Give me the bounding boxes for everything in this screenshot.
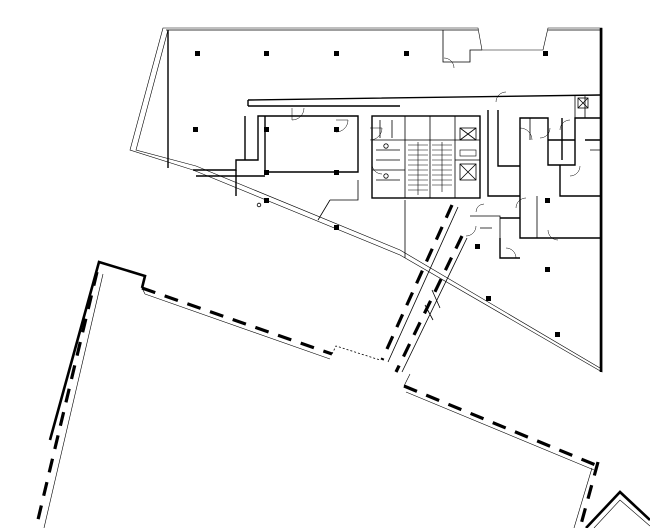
bridge-right-inner <box>401 237 468 373</box>
upper-inner-facade-line <box>135 29 601 369</box>
column <box>486 296 491 301</box>
connecting-bridge <box>380 204 468 373</box>
bridge-right-dashed <box>394 235 464 373</box>
core-outline <box>371 115 481 199</box>
bridge-stair-lines <box>424 289 441 321</box>
column <box>195 51 200 56</box>
column <box>264 51 269 56</box>
shaft-cross <box>577 97 589 109</box>
corridor-wall <box>247 94 601 107</box>
column <box>475 244 480 249</box>
lift-shaft-2 <box>459 163 477 181</box>
doors <box>291 57 581 259</box>
lift-box-1 <box>459 127 477 141</box>
lower-corner-thick <box>48 260 147 441</box>
wc-cubicles <box>376 120 400 181</box>
column <box>334 127 339 132</box>
right-room-partitions <box>470 96 600 240</box>
column <box>334 51 339 56</box>
lower-north-dotted <box>331 345 381 361</box>
small-fixture <box>256 202 262 208</box>
lower-north-facade <box>141 286 333 356</box>
east-room-walls <box>561 118 600 160</box>
lower-east-inner <box>403 373 595 471</box>
wc-fixture <box>383 143 389 149</box>
column <box>264 170 269 175</box>
column <box>404 51 409 56</box>
wc-fixture-2 <box>383 173 389 179</box>
stair-notch <box>442 30 482 63</box>
lower-west-inner <box>43 273 104 528</box>
lower-south-east-inner <box>573 467 593 528</box>
lower-west-dashed <box>34 271 99 528</box>
corner-building-inner <box>593 499 650 528</box>
column <box>543 51 548 56</box>
service-duct <box>459 149 477 157</box>
bridge-left-dashed <box>380 204 454 361</box>
structural-columns <box>193 51 560 337</box>
lift-box-2 <box>459 163 477 181</box>
lower-south-east <box>578 461 600 528</box>
lower-building <box>34 260 600 528</box>
column <box>264 127 269 132</box>
shaft-box <box>577 97 589 109</box>
core-inner-walls <box>372 116 480 198</box>
column <box>545 198 550 203</box>
stair-treads <box>408 142 452 195</box>
lift-shaft-1 <box>459 127 477 141</box>
lower-north-inner <box>141 287 331 360</box>
right-room-walls <box>487 110 600 259</box>
office-wall-short <box>196 116 265 196</box>
upper-outer-wall <box>129 27 603 373</box>
column <box>334 170 339 175</box>
right-rooms <box>470 96 600 259</box>
corner-building-outline <box>585 490 650 528</box>
column <box>264 198 269 203</box>
lower-east-facade <box>403 384 599 468</box>
upper-building <box>129 27 603 373</box>
column <box>334 225 339 230</box>
column <box>193 127 198 132</box>
bridge-left-inner <box>387 206 459 363</box>
column <box>555 332 560 337</box>
corner-building <box>585 490 650 528</box>
lower-partition <box>317 180 406 258</box>
column <box>545 267 550 272</box>
office-walls-left <box>193 115 359 173</box>
building-core <box>371 115 481 199</box>
